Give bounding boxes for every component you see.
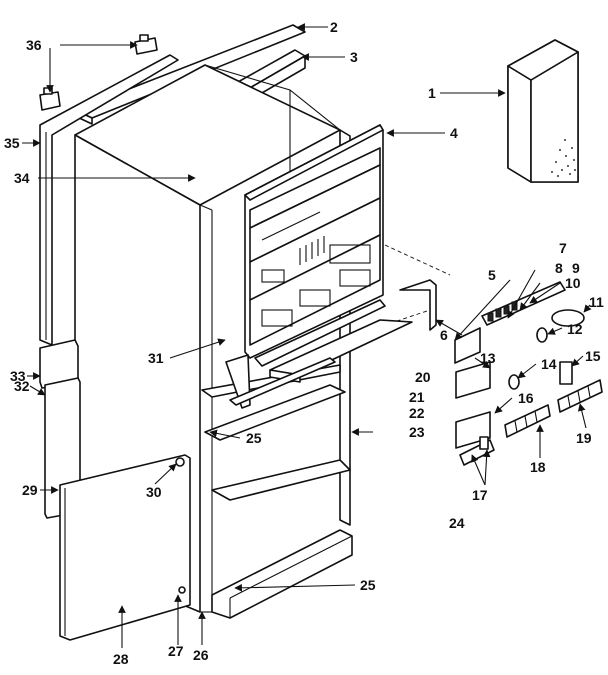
- callout-1: 1: [428, 85, 436, 101]
- part-slide-rail: [225, 354, 336, 409]
- callout-labels: 1 2 3 4 5 6 7 8 9 10 11 12 13 14 15 16 1…: [4, 19, 604, 667]
- callout-13: 13: [480, 350, 496, 366]
- callout-12: 12: [567, 321, 583, 337]
- callout-7: 7: [559, 240, 567, 256]
- callout-32: 32: [14, 378, 30, 394]
- callout-21: 21: [409, 389, 425, 405]
- callout-31: 31: [148, 350, 164, 366]
- callout-9: 9: [572, 260, 580, 276]
- callout-22: 22: [409, 405, 425, 421]
- part-key-rows: [504, 379, 603, 438]
- callout-4: 4: [450, 125, 458, 141]
- callout-24: 24: [449, 515, 465, 531]
- callout-8: 8: [555, 260, 563, 276]
- callout-35: 35: [4, 135, 20, 151]
- callout-11: 11: [589, 294, 604, 310]
- callout-34: 34: [14, 170, 30, 186]
- part-lower-door: [59, 454, 191, 641]
- callout-16: 16: [518, 390, 534, 406]
- callout-3: 3: [350, 49, 358, 65]
- callout-33: 33: [10, 368, 26, 384]
- callout-10: 10: [565, 275, 581, 291]
- part-small-buttons: [459, 361, 573, 466]
- callout-30: 30: [146, 484, 162, 500]
- callout-26: 26: [193, 647, 209, 663]
- callout-18: 18: [530, 459, 546, 475]
- callout-25b: 25: [360, 577, 376, 593]
- callout-36: 36: [26, 37, 42, 53]
- part-component-faceplate: [244, 124, 386, 367]
- callout-27: 27: [168, 643, 184, 659]
- callout-5: 5: [488, 267, 496, 283]
- callout-15: 15: [585, 348, 601, 364]
- callout-17: 17: [472, 487, 488, 503]
- callout-2: 2: [330, 19, 338, 35]
- callout-20: 20: [415, 369, 431, 385]
- part-display-panel: [454, 327, 481, 364]
- part-side-panel-upper: [39, 54, 179, 346]
- callout-6: 6: [440, 327, 448, 343]
- callout-28: 28: [113, 651, 129, 667]
- callout-leaders: [22, 23, 592, 648]
- callout-23: 23: [409, 424, 425, 440]
- callout-19: 19: [576, 430, 592, 446]
- callout-29: 29: [22, 482, 38, 498]
- part-speaker-box: [507, 39, 579, 183]
- callout-14: 14: [541, 356, 557, 372]
- part-knob: [536, 309, 585, 343]
- part-label-plates: [455, 361, 491, 449]
- callout-25a: 25: [246, 430, 262, 446]
